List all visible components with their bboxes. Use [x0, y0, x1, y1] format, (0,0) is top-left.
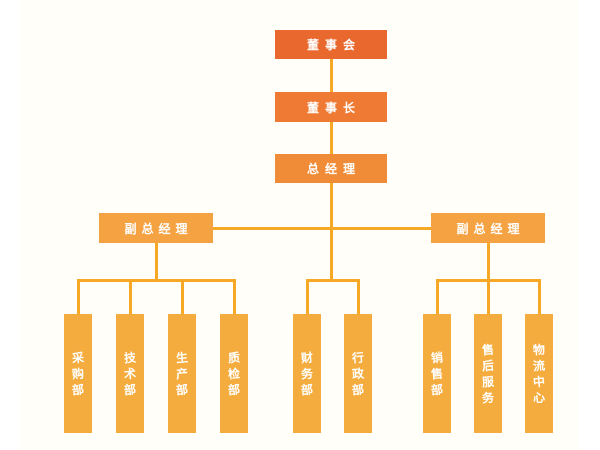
connector-stub-production: [180, 279, 184, 314]
dept-finance: 财务部: [293, 314, 321, 433]
connector-stub-finance: [305, 279, 309, 314]
connector-middle-group-bar: [305, 279, 360, 282]
connector-board-chairman: [329, 59, 333, 92]
connector-chairman-gm: [329, 122, 333, 154]
connector-stub-aftersales: [486, 279, 490, 314]
dept-label: 财务部: [300, 350, 314, 397]
dept-administration: 行政部: [344, 314, 372, 433]
dept-label: 生产部: [175, 350, 189, 397]
connector-stub-sales: [435, 279, 439, 314]
dept-procurement: 采购部: [64, 314, 92, 433]
connector-stub-procurement: [76, 279, 80, 314]
dept-label: 技术部: [123, 350, 137, 397]
dept-quality-inspection: 质检部: [220, 314, 248, 433]
dept-logistics-center: 物流中心: [525, 314, 553, 433]
node-deputy-general-manager-right: 副总经理: [431, 213, 545, 243]
dept-label: 销售部: [430, 350, 444, 397]
dept-label: 质检部: [227, 350, 241, 397]
connector-stub-admin: [356, 279, 360, 314]
node-chairman: 董事长: [275, 92, 387, 122]
connector-stub-technology: [128, 279, 132, 314]
dept-label: 物流中心: [532, 342, 546, 405]
connector-deputy-crossbar: [213, 226, 431, 230]
dept-sales: 销售部: [423, 314, 451, 433]
node-deputy-general-manager-left: 副总经理: [99, 213, 213, 243]
dept-technology: 技术部: [116, 314, 144, 433]
dept-label: 采购部: [71, 350, 85, 397]
dept-label: 行政部: [351, 350, 365, 397]
dept-after-sales-service: 售后服务: [474, 314, 502, 433]
dept-label: 售后服务: [481, 342, 495, 405]
connector-deputy-left-drop: [154, 243, 158, 282]
dept-production: 生产部: [168, 314, 196, 433]
connector-stub-logistics: [537, 279, 541, 314]
connector-gm-trunk: [329, 183, 333, 282]
connector-deputy-right-drop: [486, 243, 490, 282]
connector-stub-quality: [232, 279, 236, 314]
node-board-of-directors: 董事会: [275, 30, 387, 59]
node-general-manager: 总经理: [275, 154, 387, 183]
connector-left-group-bar: [76, 279, 236, 282]
